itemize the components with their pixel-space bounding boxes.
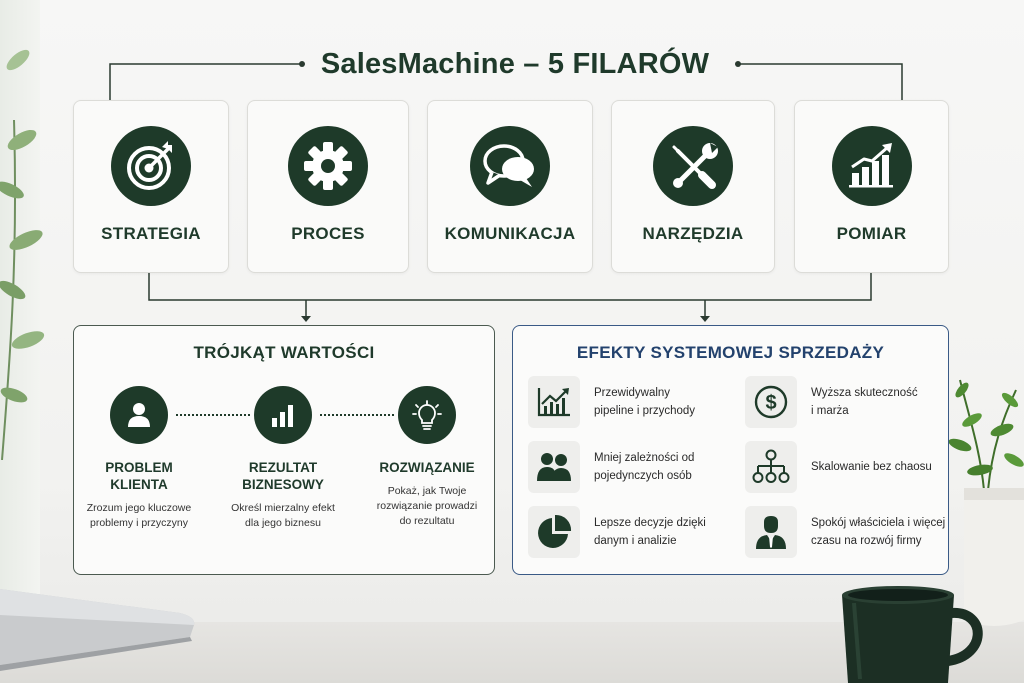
org-chart-icon xyxy=(752,449,790,483)
bar-chart-growth-icon xyxy=(848,143,893,188)
effect-item-spokoj: Spokój właściciela i więcej czasu na roz… xyxy=(745,506,960,558)
pillar-label: NARZĘDZIA xyxy=(642,224,744,243)
triangle-item-rezultat: REZULTAT BIZNESOWY Określ mierzalny efek… xyxy=(218,386,348,531)
triangle-item-problem: PROBLEM KLIENTA Zrozum jego kluczowe pro… xyxy=(74,386,204,531)
pillar-proces: PROCES xyxy=(247,100,409,273)
diagram-title: SalesMachine – 5 FILARÓW xyxy=(320,48,710,80)
laptop-decoration xyxy=(0,589,195,671)
pillar-label: PROCES xyxy=(291,224,365,243)
pillar-narzedzia: NARZĘDZIA xyxy=(611,100,775,273)
effect-text: Wyższa skuteczność i marża xyxy=(811,387,918,417)
pillar-icon-circle xyxy=(470,126,550,206)
value-triangle-panel: TRÓJKĄT WARTOŚCI PROBLEM KLIENTA Zrozum … xyxy=(73,325,495,575)
svg-text:$: $ xyxy=(765,392,776,414)
pillar-icon-circle xyxy=(111,126,191,206)
pillar-icon-circle xyxy=(653,126,733,206)
lightbulb-icon xyxy=(412,400,442,430)
triangle-item-description: Zrozum jego kluczowe problemy i przyczyn… xyxy=(86,502,192,529)
effect-item-skalowanie: Skalowanie bez chaosu xyxy=(745,441,960,493)
pillar-label: POMIAR xyxy=(836,224,907,243)
triangle-item-rozwiazanie: ROZWIĄZANIE Pokaż, jak Twoje rozwiązanie… xyxy=(362,386,492,529)
effect-text: Skalowanie bez chaosu xyxy=(811,461,932,473)
triangle-item-description: Określ mierzalny efekt dla jego biznesu xyxy=(231,502,335,529)
target-icon xyxy=(127,141,172,190)
effect-icon-box xyxy=(528,376,580,428)
triangle-icon-circle xyxy=(398,386,456,444)
effects-panel: EFEKTY SYSTEMOWEJ SPRZEDAŻY Przewidywaln… xyxy=(512,325,949,575)
gear-icon xyxy=(304,142,352,190)
pie-chart-icon xyxy=(538,514,572,548)
pillar-label: KOMUNIKACJA xyxy=(444,224,576,243)
value-triangle-title: TRÓJKĄT WARTOŚCI xyxy=(193,343,375,362)
pillar-icon-circle xyxy=(831,126,912,206)
wrench-screwdriver-icon xyxy=(672,143,718,189)
pillar-pomiar: POMIAR xyxy=(794,100,949,273)
effect-icon-box: $ xyxy=(745,376,797,428)
effect-text: Spokój właściciela i więcej czasu na roz… xyxy=(811,517,946,547)
chat-bubbles-icon xyxy=(483,144,534,187)
effect-icon-box xyxy=(745,506,797,558)
line-chart-icon xyxy=(537,388,570,417)
triangle-icon-circle xyxy=(254,386,312,444)
dotted-connector xyxy=(320,414,394,416)
effect-icon-box xyxy=(528,506,580,558)
dotted-connector xyxy=(176,414,250,416)
effect-text: Mniej zależności od pojedynczych osób xyxy=(594,452,695,482)
triangle-item-label: PROBLEM KLIENTA xyxy=(105,460,173,492)
triangle-icon-circle xyxy=(110,386,168,444)
triangle-item-label: ROZWIĄZANIE xyxy=(379,460,475,475)
effect-item-pipeline: Przewidywalny pipeline i przychody xyxy=(528,376,743,428)
effect-icon-box xyxy=(528,441,580,493)
effect-icon-box xyxy=(745,441,797,493)
effects-title: EFEKTY SYSTEMOWEJ SPRZEDAŻY xyxy=(576,343,885,362)
coffee-mug-decoration xyxy=(842,586,983,683)
pillar-label: STRATEGIA xyxy=(101,224,201,243)
effect-item-zaleznosci: Mniej zależności od pojedynczych osób xyxy=(528,441,743,493)
dollar-icon: $ xyxy=(754,385,788,419)
person-icon xyxy=(128,403,150,427)
pillar-komunikacja: KOMUNIKACJA xyxy=(427,100,593,273)
effect-text: Lepsze decyzje dzięki danym i analizie xyxy=(594,517,706,547)
plant-right-decoration xyxy=(948,379,1024,626)
businessman-icon xyxy=(756,516,786,549)
plant-left-decoration xyxy=(0,49,45,460)
effect-item-decyzje: Lepsze decyzje dzięki danym i analizie xyxy=(528,506,743,558)
effect-item-skutecznosc: $ Wyższa skuteczność i marża xyxy=(745,376,960,428)
people-icon xyxy=(537,453,571,481)
triangle-item-label: REZULTAT BIZNESOWY xyxy=(242,460,324,492)
triangle-item-description: Pokaż, jak Twoje rozwiązanie prowadzi do… xyxy=(376,485,478,527)
effect-text: Przewidywalny pipeline i przychody xyxy=(594,387,696,417)
pillar-strategia: STRATEGIA xyxy=(73,100,229,273)
bar-chart-icon xyxy=(272,405,293,427)
pillar-icon-circle xyxy=(288,126,368,206)
